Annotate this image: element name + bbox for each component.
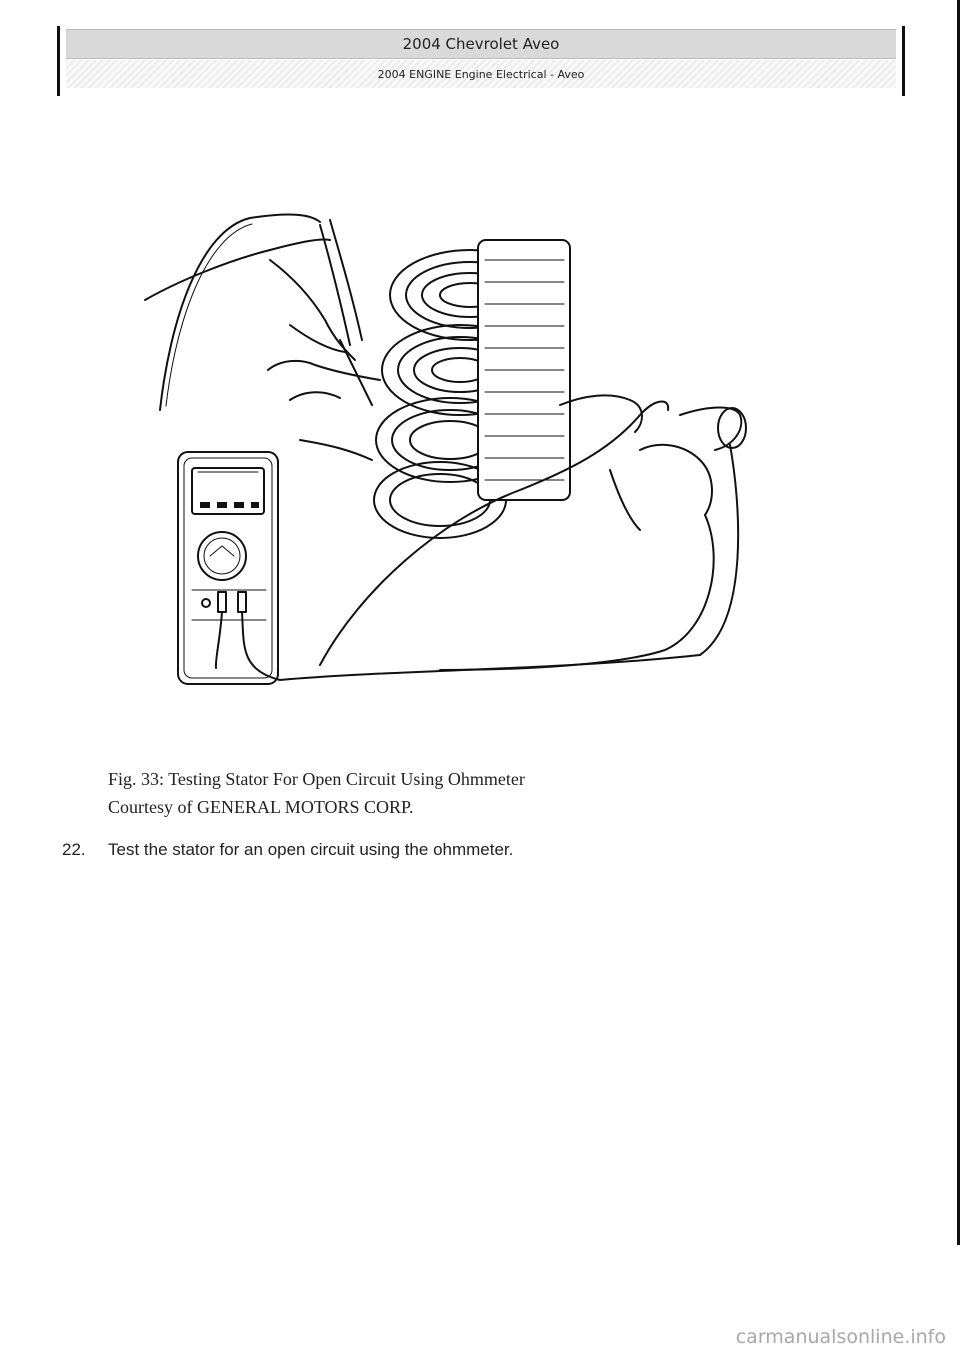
- document-title: 2004 Chevrolet Aveo: [66, 29, 896, 59]
- hand-illustration-lower: [319, 394, 715, 671]
- header-right-rule: [902, 26, 905, 96]
- stator-illustration: [373, 239, 747, 539]
- header-left-rule: [57, 26, 60, 96]
- ohmmeter-illustration: [177, 451, 279, 685]
- page-right-rule: [957, 0, 960, 1245]
- stator-ohmmeter-illustration: [144, 213, 747, 685]
- procedure-step: 22. Test the stator for an open circuit …: [62, 840, 513, 860]
- step-number: 22.: [62, 840, 86, 859]
- hand-illustration-upper: [144, 219, 381, 461]
- step-text: Test the stator for an open circuit usin…: [108, 840, 514, 859]
- figure-caption: Fig. 33: Testing Stator For Open Circuit…: [108, 765, 525, 821]
- document-subtitle: 2004 ENGINE Engine Electrical - Aveo: [66, 60, 896, 88]
- watermark: carmanualsonline.info: [735, 1326, 946, 1348]
- page-header: 2004 Chevrolet Aveo 2004 ENGINE Engine E…: [57, 26, 905, 96]
- figure-caption-title: Fig. 33: Testing Stator For Open Circuit…: [108, 769, 525, 789]
- figure-caption-credit: Courtesy of GENERAL MOTORS CORP.: [108, 797, 414, 817]
